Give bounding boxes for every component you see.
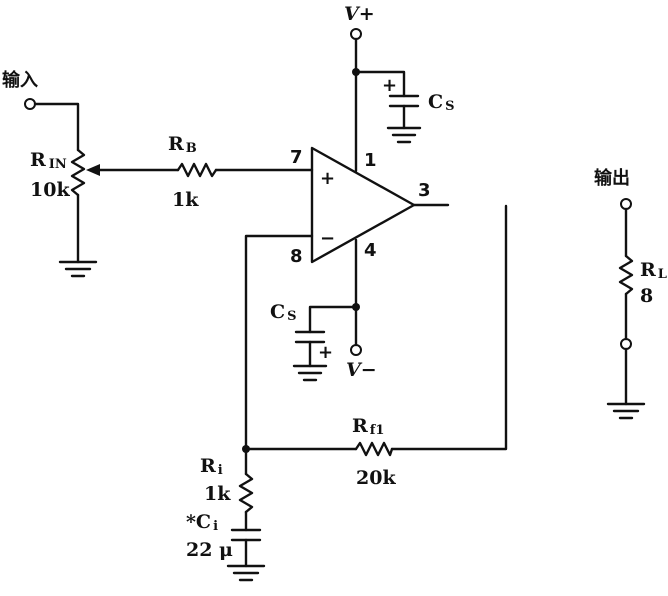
ground-ci [226, 564, 266, 582]
ground-rin [58, 260, 98, 278]
input-terminal: 输入 [2, 69, 80, 152]
output-terminal: 输出 [594, 167, 632, 258]
input-label: 输入 [2, 69, 38, 91]
ci-value: 22 μ [186, 539, 233, 561]
pin-7-label: 7 [290, 147, 303, 168]
vminus-supply: V− [346, 238, 377, 381]
op-amp: + − 7 8 1 4 3 [290, 146, 450, 267]
pin-8-label: 8 [290, 246, 303, 267]
pin-3-label: 3 [418, 180, 431, 201]
rin-value: 10k [30, 179, 70, 201]
ground-rl [606, 402, 646, 420]
vplus-supply: V+ [344, 3, 375, 173]
output-label: 输出 [594, 167, 630, 189]
rl-value: 8 [640, 285, 653, 307]
vplus-label: V+ [344, 3, 375, 25]
rf1-value: 20k [356, 467, 396, 489]
minus-sign: − [320, 228, 335, 249]
cs-bottom-plus: + [318, 342, 333, 363]
feedback-wire [242, 204, 508, 453]
ri-value: 1k [204, 483, 231, 505]
pin-1-label: 1 [364, 150, 377, 171]
vminus-label: V− [346, 359, 377, 381]
rb-value: 1k [172, 189, 199, 211]
plus-sign: + [320, 168, 335, 189]
cs-top-plus: + [382, 75, 397, 96]
wiper-arrow [86, 164, 180, 176]
pin-4-label: 4 [364, 240, 377, 261]
